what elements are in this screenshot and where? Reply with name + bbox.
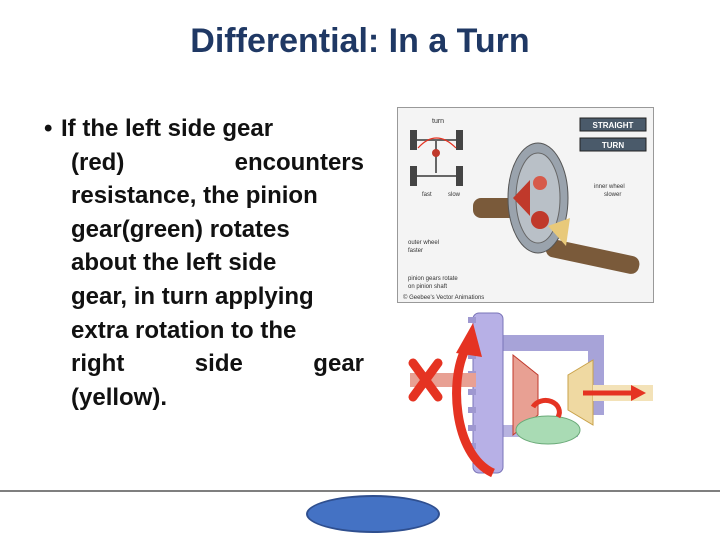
- pinion-rotation-arrow-icon: [530, 397, 562, 419]
- bullet-line: (red) encounters: [71, 148, 364, 176]
- bullet-line: extra rotation to the: [71, 316, 297, 344]
- bullet-line: gear(green) rotates: [71, 215, 290, 243]
- turn-button[interactable]: TURN: [579, 137, 647, 152]
- differential-cutaway-figure: turn fast slow STRAIGHT TURN: [397, 107, 654, 303]
- outer-wheel-label-2: faster: [408, 248, 423, 254]
- gear-rotation-figure: [398, 305, 653, 483]
- car-turn-schematic: turn fast slow: [410, 118, 463, 198]
- slow-label: slow: [448, 192, 461, 198]
- right-axle: [545, 239, 640, 274]
- right-yellow-gear: [567, 359, 594, 426]
- bullet-line: right side gear: [71, 350, 364, 378]
- pinion-gear: [531, 211, 549, 229]
- inner-wheel-label: inner wheel: [594, 184, 625, 190]
- pinion-label-2: on pinion shaft: [408, 284, 447, 290]
- ring-rotation-arrow-icon: [452, 342, 496, 478]
- bullet-line: If the left side gear: [61, 115, 274, 142]
- pinion-label: pinion gears rotate: [408, 276, 458, 282]
- outer-wheel-label: outer wheel: [408, 240, 439, 246]
- differential-cutaway-drawing: turn fast slow STRAIGHT TURN: [403, 117, 647, 301]
- bullet-line: about the left side: [71, 249, 277, 277]
- ring-gear-side: [472, 312, 504, 474]
- bullet-line: resistance, the pinion: [71, 182, 318, 210]
- left-red-gear: [512, 353, 539, 437]
- gear-rotation-drawing: [408, 312, 653, 478]
- turn-label: turn: [432, 118, 444, 125]
- left-side-gear: [513, 180, 530, 216]
- bullet-line: (yellow).: [71, 383, 168, 411]
- straight-button[interactable]: STRAIGHT: [579, 117, 647, 132]
- green-pinion-gear: [515, 415, 581, 445]
- frame-top: [483, 335, 603, 351]
- bullet-line: gear, in turn applying: [71, 282, 314, 310]
- slide-title: Differential: In a Turn: [190, 22, 530, 60]
- footer-divider: [0, 490, 720, 492]
- fast-label: fast: [422, 192, 432, 198]
- credit-text: © Geebee's Vector Animations: [403, 294, 484, 301]
- right-side-gear: [548, 218, 570, 246]
- bullet-paragraph: • If the left side gear (red) encounters…: [44, 112, 364, 414]
- footer-oval-shape: [306, 495, 440, 533]
- svg-text:STRAIGHT: STRAIGHT: [593, 121, 634, 130]
- svg-text:TURN: TURN: [602, 141, 624, 150]
- inner-wheel-label-2: slower: [604, 192, 621, 198]
- bullet-marker: •: [44, 115, 53, 142]
- stop-x-icon: [408, 358, 443, 402]
